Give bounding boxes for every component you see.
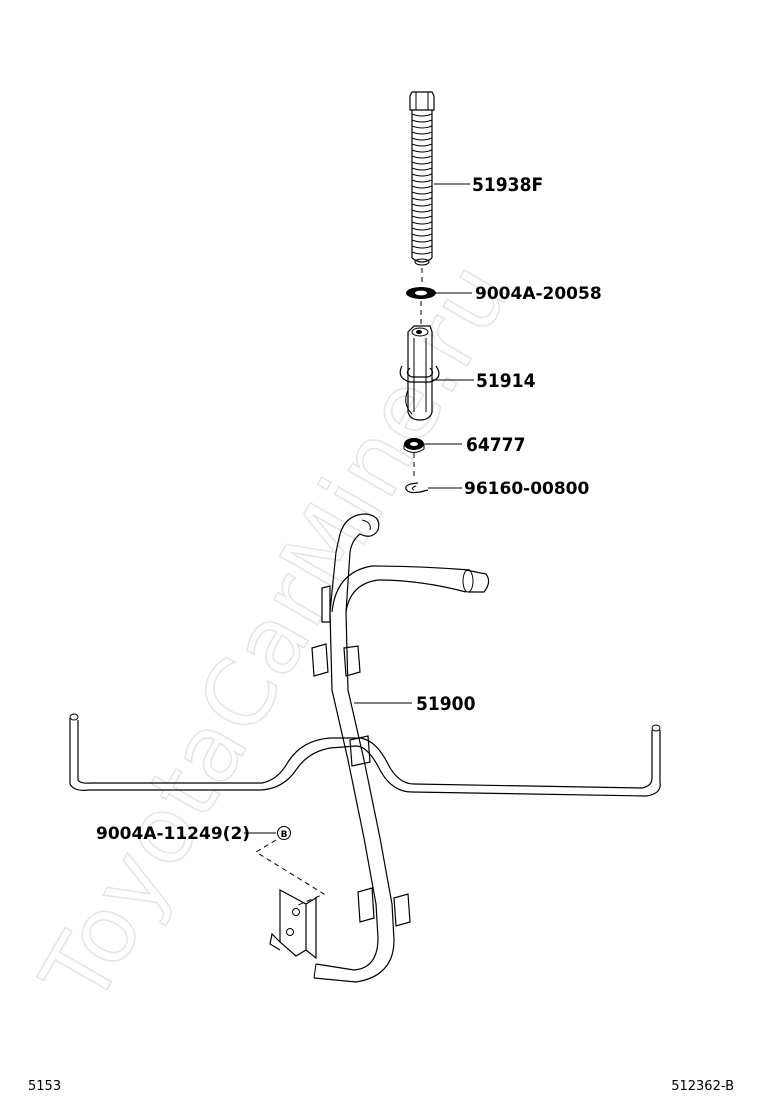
watermark: ToyotaCarMine.ru	[21, 244, 532, 1022]
footer-right-code: 512362-B	[671, 1079, 734, 1094]
part-label-51914: 51914	[476, 370, 536, 392]
part-label-51900: 51900	[416, 693, 476, 715]
clip-96160-00800-drawing	[405, 482, 429, 494]
bolt-51938f-drawing	[409, 91, 435, 266]
bracket-51914-drawing	[399, 325, 440, 421]
ring-64777-drawing	[403, 438, 425, 453]
marker-b-icon: B	[277, 826, 291, 840]
part-label-96160-00800: 96160-00800	[464, 479, 590, 499]
carrier-51900-drawing	[69, 513, 661, 983]
part-label-51938f: 51938F	[472, 174, 543, 196]
washer-9004a-20058-drawing	[406, 287, 436, 299]
marker-b-label: B	[281, 830, 288, 840]
part-label-9004a-11249: 9004A-11249(2)	[96, 824, 250, 844]
footer-left-code: 5153	[28, 1079, 61, 1094]
part-label-64777: 64777	[466, 434, 525, 456]
part-label-9004a-20058: 9004A-20058	[475, 284, 602, 304]
bolt-set-dashed-lines	[255, 839, 326, 907]
